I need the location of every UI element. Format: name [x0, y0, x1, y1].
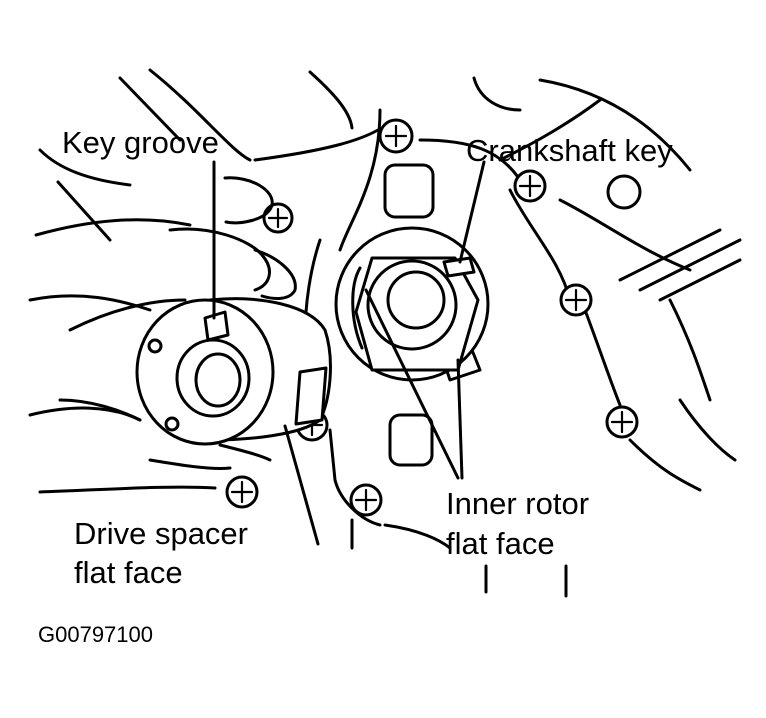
bolt-left-upper [262, 202, 294, 234]
drive-spacer-flat-face-shape [294, 366, 328, 426]
label-drive-spacer-line2: flat face [74, 555, 183, 590]
bolt-right-top [513, 169, 547, 203]
leader-lines [212, 160, 568, 598]
figure-code: G00797100 [38, 622, 153, 647]
bolt-bottom-left [225, 475, 259, 509]
bolt-bottom-center [349, 483, 383, 517]
label-drive-spacer-line1: Drive spacer [74, 516, 248, 551]
engine-block-outline [28, 68, 692, 494]
label-inner-rotor-line2: flat face [446, 526, 555, 561]
hand-outline [58, 176, 297, 470]
label-key-groove: Key groove [62, 125, 219, 160]
bolt-right-lower [605, 405, 639, 439]
key-groove-shape [203, 310, 230, 342]
label-inner-rotor-line1: Inner rotor [446, 486, 590, 521]
leader-crankshaft-key [458, 160, 486, 264]
bolt-upper-right-small [606, 174, 642, 210]
drive-spacer [135, 297, 332, 446]
label-crankshaft-key: Crankshaft key [466, 133, 673, 168]
leader-inner-rotor-right [456, 358, 464, 480]
oil-pump-housing [334, 226, 490, 382]
bolt-right-middle [559, 283, 593, 317]
bolt-top [378, 118, 414, 154]
leader-drive-spacer [283, 424, 320, 546]
leader-inner-rotor-left [364, 288, 460, 480]
cover-plate-ribs [303, 108, 742, 550]
